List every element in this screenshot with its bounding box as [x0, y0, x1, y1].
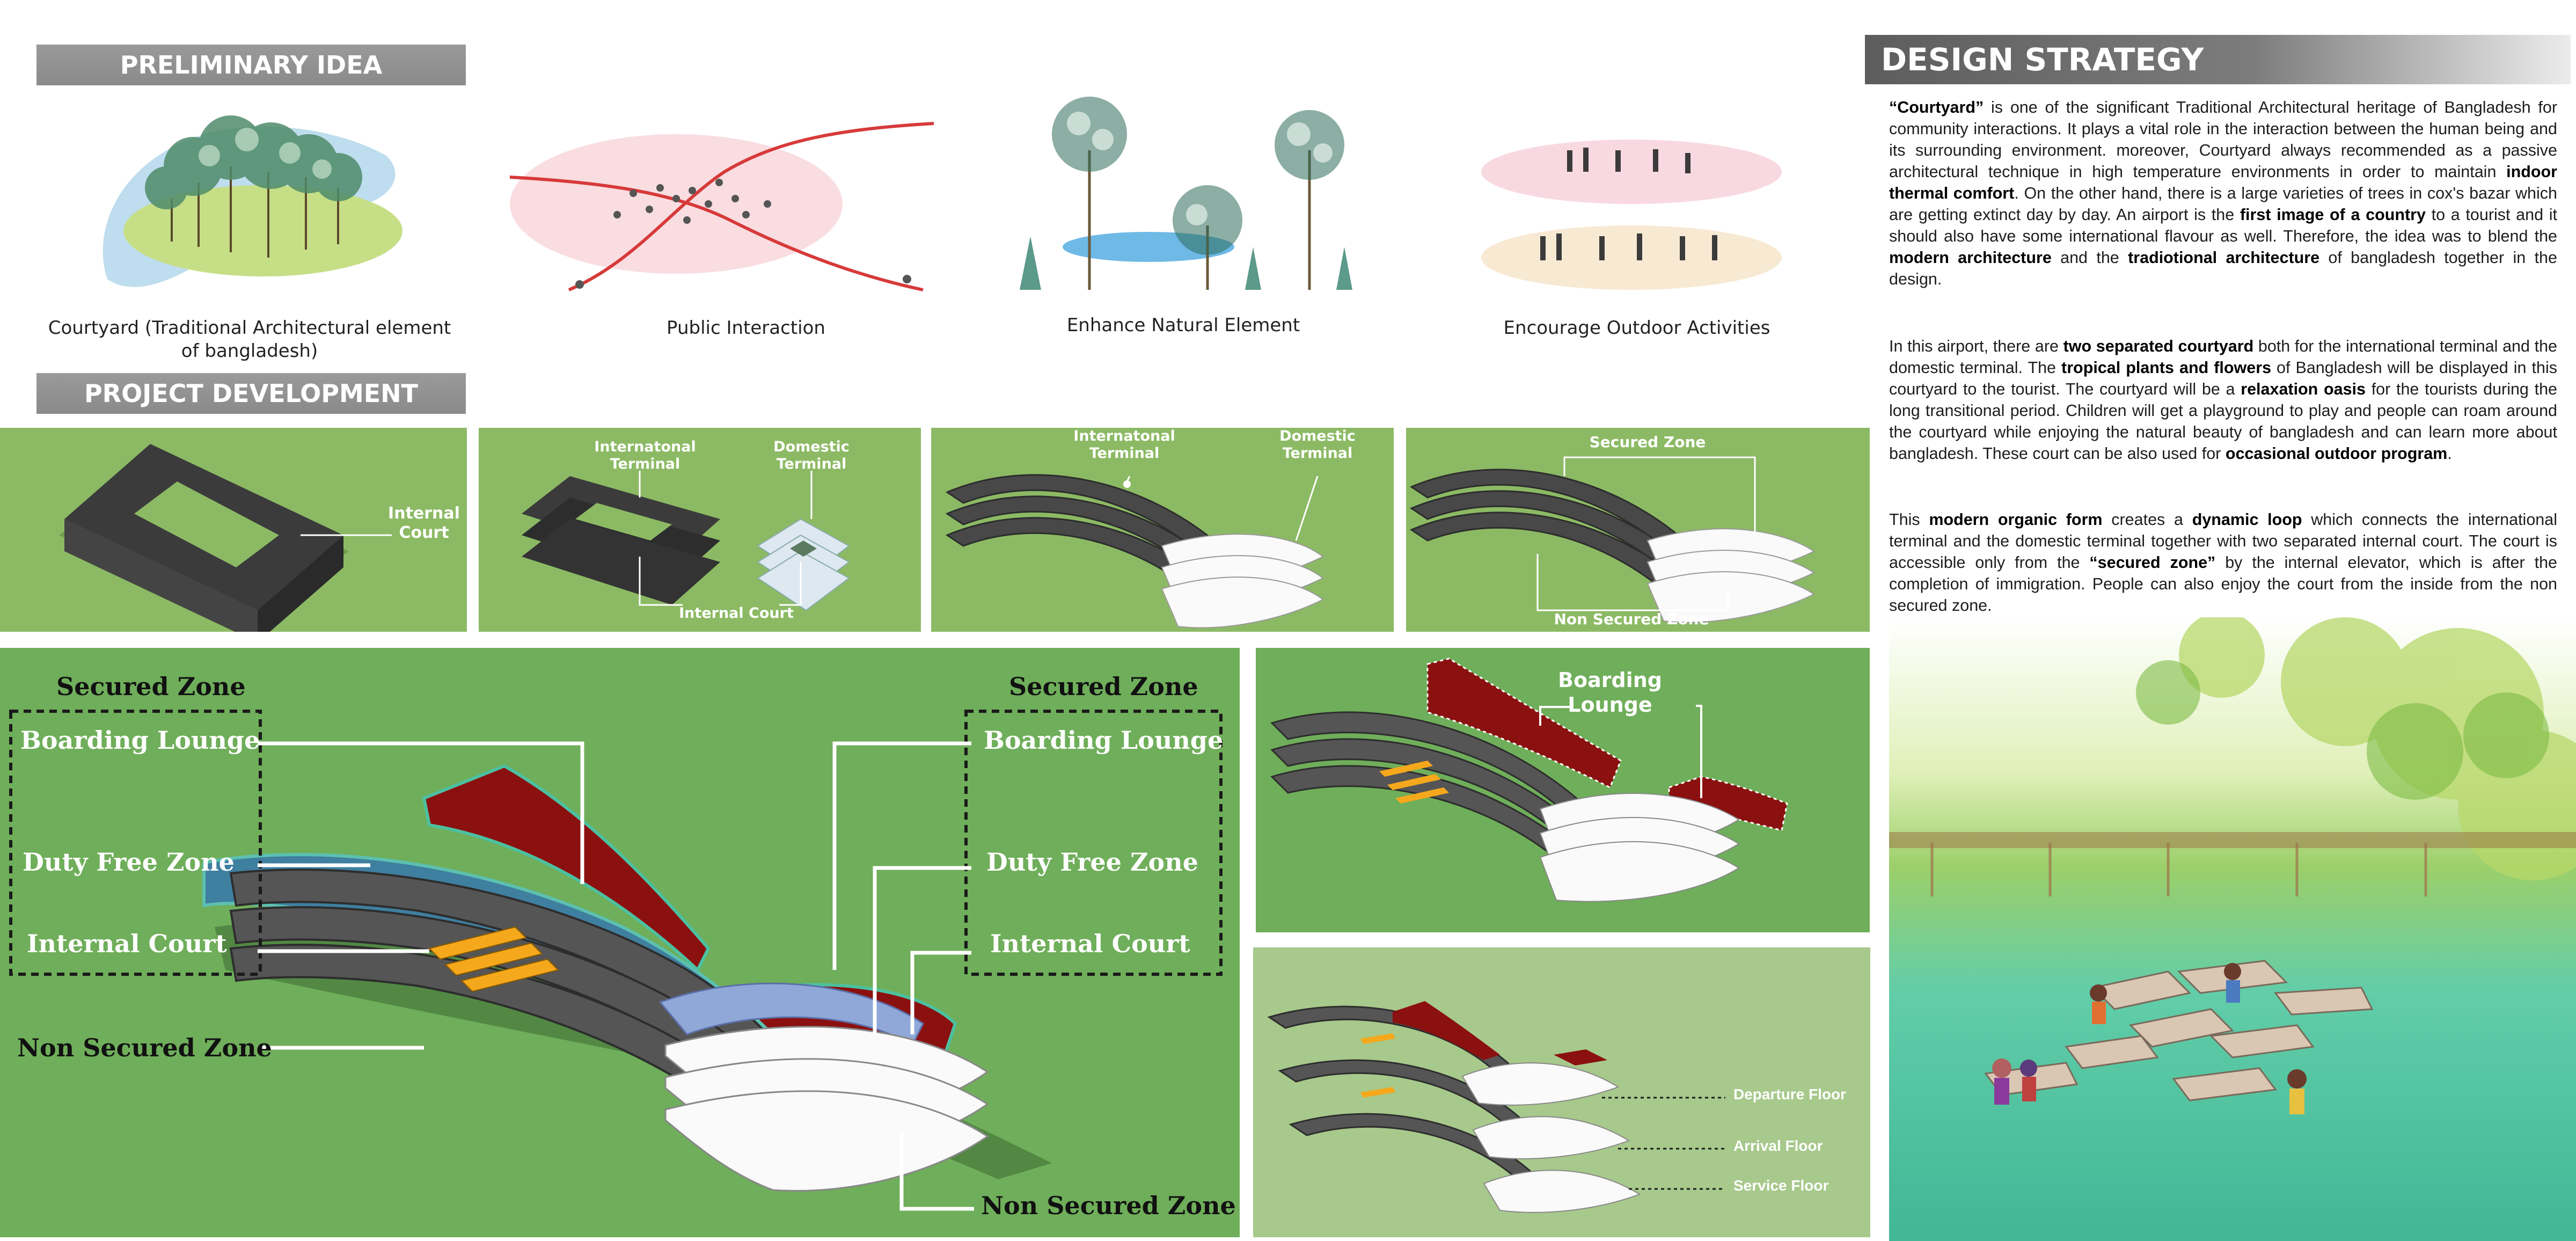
strategy-emphasis: tradiotional architecture — [2128, 249, 2320, 267]
strategy-emphasis: first image of a country — [2240, 206, 2426, 224]
strategy-emphasis: modern architecture — [1889, 249, 2052, 267]
departure-floor-label: Departure Floor — [1733, 1086, 1847, 1103]
strategy-text-run: This — [1889, 510, 1929, 529]
p2-international-label: Internatonal Terminal — [594, 439, 696, 473]
development-panel-1: Internal Court — [0, 428, 467, 632]
main-left-non-secured: Non Secured Zone — [17, 1033, 272, 1062]
natural-element-caption: Enhance Natural Element — [1066, 315, 1300, 336]
p2-domestic-label: Domestic Terminal — [773, 439, 850, 473]
natural-element-sketch — [1020, 97, 1352, 290]
outdoor-activities-caption: Encourage Outdoor Activities — [1503, 317, 1770, 339]
strategy-emphasis: relaxation oasis — [2241, 380, 2366, 398]
strategy-paragraph-2: In this airport, there are two separated… — [1889, 335, 2557, 464]
main-left-secured-zone: Secured Zone — [56, 672, 246, 701]
courtyard-sketch — [103, 115, 402, 287]
main-right-non-secured: Non Secured Zone — [981, 1191, 1236, 1220]
strategy-emphasis: indoor thermal comfort — [1889, 163, 2557, 202]
main-left-boarding-lounge: Boarding Lounge — [20, 726, 260, 755]
main-right-duty-free: Duty Free Zone — [986, 848, 1198, 877]
strategy-emphasis: modern organic form — [1929, 510, 2103, 529]
strategy-text-run: of bangladesh together in the design. — [1889, 249, 2557, 288]
strategy-text-run: . On the other hand, there is a large va… — [1889, 184, 2557, 224]
strategy-text-run: is one of the significant Traditional Ar… — [1889, 98, 2557, 181]
development-panel-2: Internatonal Terminal Domestic Terminal … — [479, 428, 921, 632]
arrival-floor-label: Arrival Floor — [1733, 1137, 1823, 1154]
public-interaction-sketch — [509, 122, 934, 291]
strategy-emphasis: occasional outdoor program — [2225, 444, 2448, 463]
strategy-text-run: which connects the international termina… — [1889, 510, 2557, 572]
strategy-emphasis: two separated courtyard — [2063, 337, 2254, 355]
main-right-secured-zone: Secured Zone — [1009, 672, 1198, 701]
p1-internal-court-label: Internal Court — [388, 504, 460, 542]
p4-secured-label: Secured Zone — [1589, 433, 1706, 451]
main-left-internal-court: Internal Court — [27, 929, 227, 958]
floors-panel: Departure Floor Arrival Floor Service Fl… — [1253, 947, 1870, 1237]
project-development-header: PROJECT DEVELOPMENT — [36, 373, 466, 414]
strategy-paragraph-3: This modern organic form creates a dynam… — [1889, 509, 2557, 616]
boarding-lounge-panel: Boarding Lounge — [1256, 648, 1870, 932]
strategy-emphasis: “Courtyard” — [1889, 98, 1984, 116]
service-floor-label: Service Floor — [1733, 1177, 1829, 1194]
strategy-text-run: . — [2447, 444, 2452, 463]
strategy-paragraph-1: “Courtyard” is one of the significant Tr… — [1889, 97, 2557, 290]
development-panel-3: Internatonal Terminal Domestic Terminal — [931, 428, 1394, 632]
preliminary-idea-header: PRELIMINARY IDEA — [36, 45, 466, 85]
strategy-text-run: and the — [2051, 249, 2128, 267]
courtyard-caption: Courtyard (Traditional Architectural ele… — [48, 317, 451, 362]
strategy-emphasis: dynamic loop — [2192, 510, 2302, 529]
development-panel-4: Secured Zone Non Secured Zone — [1406, 428, 1870, 632]
strategy-emphasis: “secured zone” — [2089, 553, 2216, 572]
public-interaction-caption: Public Interaction — [667, 317, 825, 339]
zoning-main-panel: Secured Zone Secured Zone Boarding Loung… — [0, 648, 1240, 1237]
outdoor-activities-sketch — [1481, 140, 1782, 290]
courtyard-watercolor-render — [1889, 617, 2576, 1241]
strategy-text-run: to a tourist and it should also have som… — [1889, 206, 2557, 245]
p3-domestic-label: Domestic Terminal — [1279, 428, 1356, 462]
main-left-duty-free: Duty Free Zone — [23, 848, 235, 877]
p4-non-secured-label: Non Secured Zone — [1554, 610, 1709, 628]
strategy-text-run: In this airport, there are — [1889, 337, 2063, 355]
design-strategy-header: DESIGN STRATEGY — [1865, 35, 2571, 84]
p2-internal-court-label: Internal Court — [679, 605, 794, 622]
strategy-emphasis: tropical plants and flowers — [2061, 359, 2272, 377]
main-right-internal-court: Internal Court — [990, 929, 1190, 958]
strategy-text-run: both for the international terminal and … — [1889, 337, 2557, 377]
strategy-text-run: for the tourists during the long transit… — [1889, 380, 2557, 463]
strategy-text-run: by the internal elevator, which is after… — [1889, 553, 2557, 615]
strategy-text-run: of Bangladesh will be displayed in this … — [1889, 359, 2557, 398]
strategy-text-run: creates a — [2102, 510, 2192, 529]
main-right-boarding-lounge: Boarding Lounge — [984, 726, 1224, 755]
p3-international-label: Internatonal Terminal — [1073, 428, 1175, 462]
boarding-panel-label: Boarding Lounge — [1558, 668, 1662, 717]
